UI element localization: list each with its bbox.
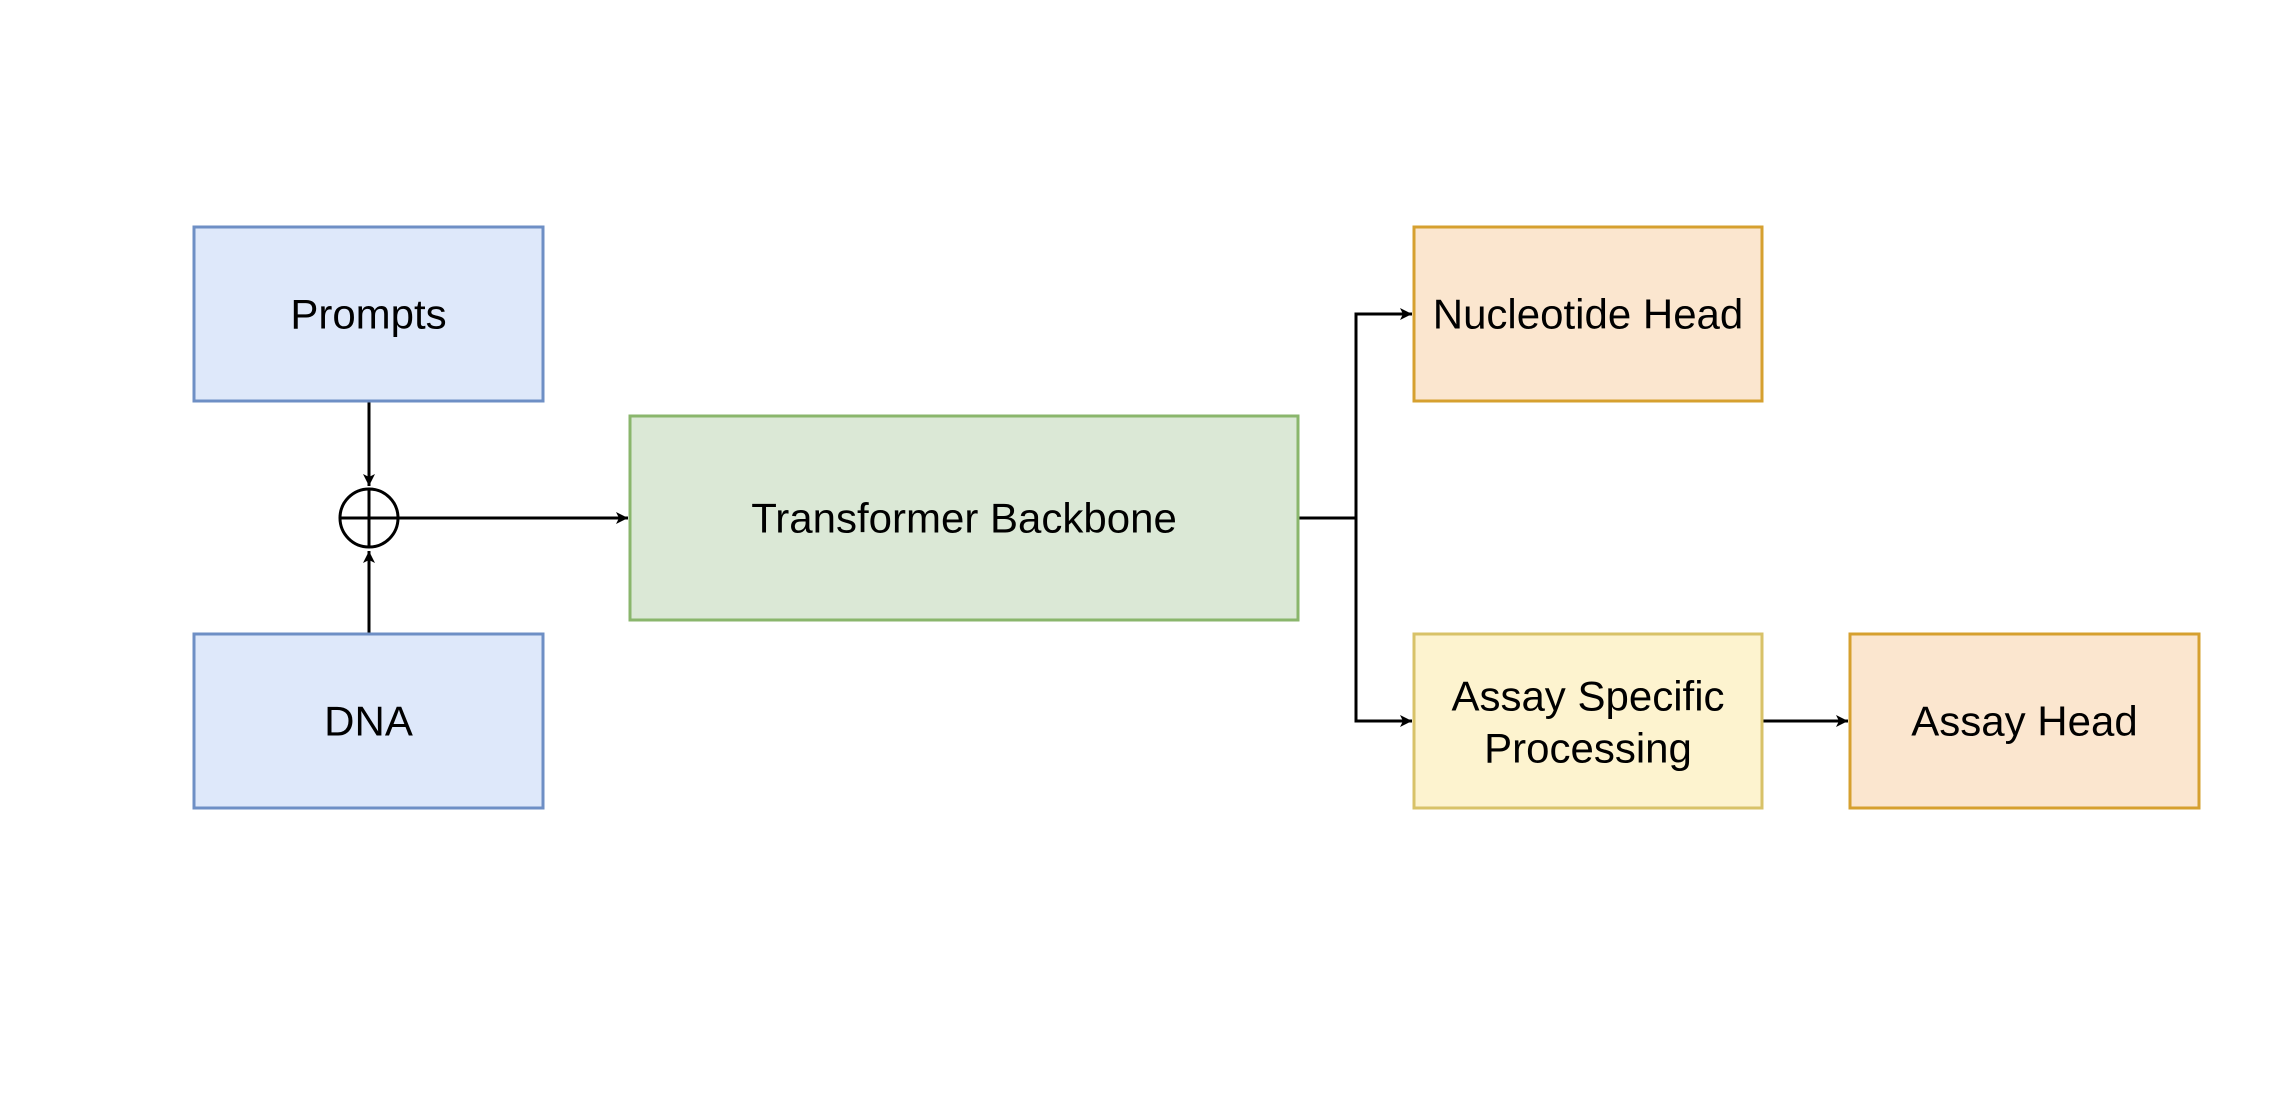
edge-transformer-to-assay-processing <box>1354 518 1412 727</box>
prompts-label: Prompts <box>290 291 446 338</box>
circled-plus-icon <box>338 487 400 549</box>
dna-box: DNA <box>192 632 545 810</box>
transformer-backbone-box: Transformer Backbone <box>628 414 1300 622</box>
assay-processing-label-line2: Processing <box>1484 725 1692 772</box>
assay-head-label: Assay Head <box>1911 698 2137 745</box>
nucleotide-head-label: Nucleotide Head <box>1433 291 1744 338</box>
connectors <box>363 308 1848 727</box>
transformer-backbone-label: Transformer Backbone <box>751 495 1177 542</box>
prompts-box: Prompts <box>192 225 545 403</box>
assay-specific-processing-box: Assay Specific Processing <box>1412 632 1764 810</box>
assay-processing-label-line1: Assay Specific <box>1451 673 1724 720</box>
nucleotide-head-box: Nucleotide Head <box>1412 225 1764 403</box>
dna-label: DNA <box>324 698 413 745</box>
assay-head-box: Assay Head <box>1848 632 2201 810</box>
edge-transformer-to-nucleotide-head <box>1298 308 1412 520</box>
